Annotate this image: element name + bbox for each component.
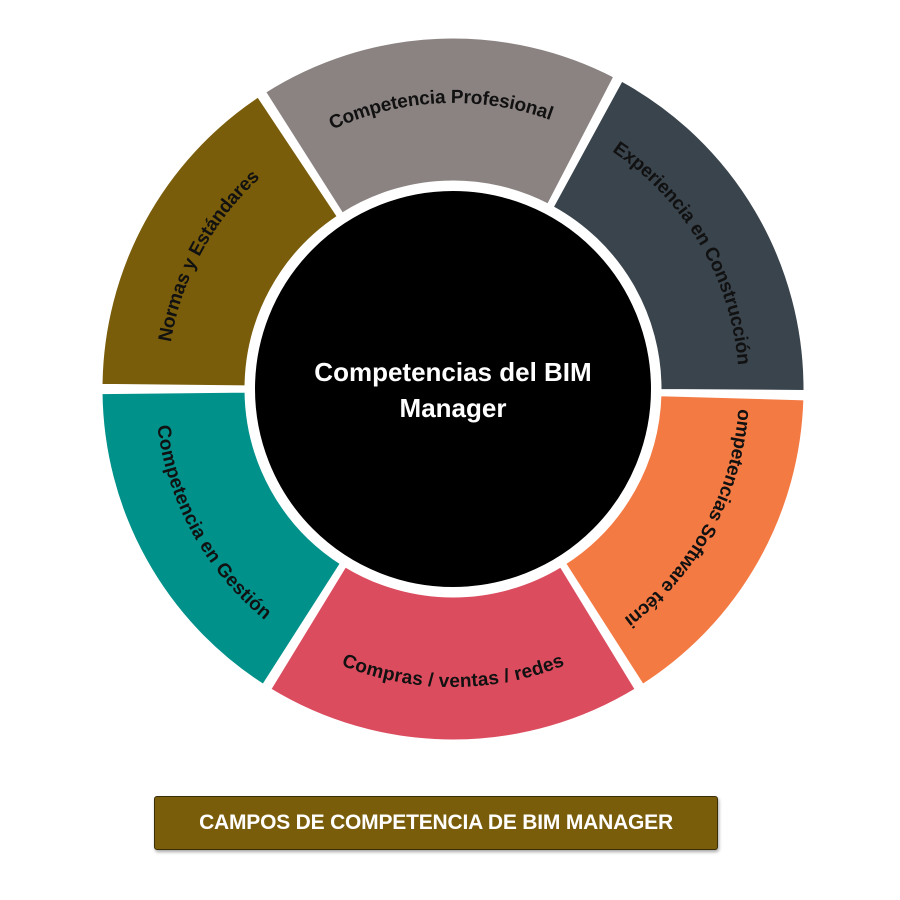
segment-normas-y-estandares	[99, 93, 341, 389]
segment-competencia-en-gestion	[99, 389, 344, 688]
segment-competencias-software-tecnico	[562, 393, 807, 688]
center-circle	[251, 187, 655, 591]
center-title-line-1: Competencias del BIM	[314, 357, 591, 387]
segment-competencia-profesional	[262, 35, 618, 217]
caption-banner: CAMPOS DE COMPETENCIA DE BIM MANAGER	[154, 796, 718, 850]
segment-compras-ventas-redes	[267, 563, 639, 743]
caption-text: CAMPOS DE COMPETENCIA DE BIM MANAGER	[199, 811, 673, 834]
segment-experiencia-en-construccion	[550, 77, 807, 393]
ring-segments	[99, 35, 807, 743]
center-title-line-2: Manager	[400, 393, 507, 423]
